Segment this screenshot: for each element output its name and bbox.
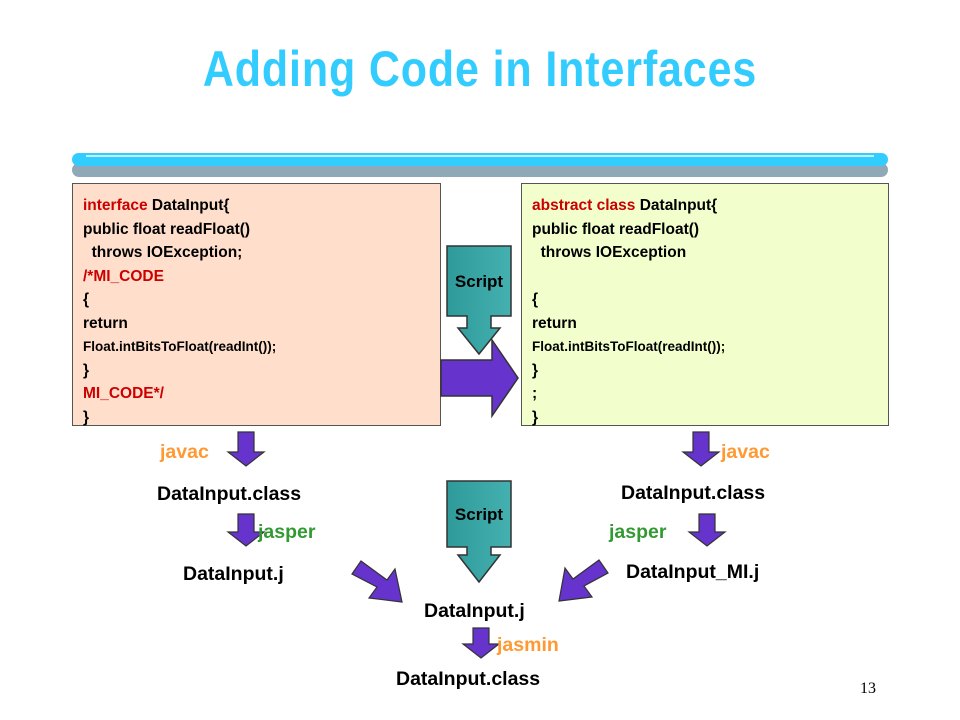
code-line: /*MI_CODE <box>83 267 164 285</box>
merge-left-arrow <box>351 560 403 603</box>
jasmin-label: jasmin <box>497 634 559 656</box>
script-label-bottom: Script <box>454 505 504 524</box>
code-line: } <box>83 408 90 426</box>
jasper-left-arrow <box>226 513 266 547</box>
page-title: Adding Code in Interfaces <box>202 41 758 97</box>
jasmin-file-merged: DataInput.j <box>424 600 525 622</box>
code-line: abstract class DataInput{ <box>532 197 718 214</box>
class-file-final: DataInput.class <box>396 668 541 690</box>
code-line: return <box>532 314 577 332</box>
code-line: } <box>532 361 539 379</box>
class-file-right: DataInput.class <box>621 482 766 504</box>
jasmin-file-right: DataInput_MI.j <box>626 561 760 583</box>
class-file-left: DataInput.class <box>157 483 302 505</box>
jasper-label-left: jasper <box>258 521 316 543</box>
script-callout-top <box>446 245 512 356</box>
code-line: } <box>83 361 90 379</box>
javac-label-right: javac <box>721 441 770 463</box>
merge-right-arrow <box>558 559 609 602</box>
script-callout-bottom <box>446 480 512 584</box>
script-label-top: Script <box>454 272 504 291</box>
code-line: public float readFloat() <box>532 220 700 238</box>
code-line: { <box>83 291 90 308</box>
code-line: throws IOException; <box>83 244 243 261</box>
jasper-label-right: jasper <box>609 521 667 543</box>
code-line: public float readFloat() <box>83 220 251 238</box>
code-line: { <box>532 291 539 308</box>
code-line: Float.intBitsToFloat(readInt()); <box>83 339 277 354</box>
code-line: interface DataInput{ <box>83 197 230 214</box>
abstract-class-code-box: abstract class DataInput{ public float r… <box>521 183 889 426</box>
page-number: 13 <box>860 680 876 697</box>
code-line: } <box>532 408 539 426</box>
transform-arrow <box>440 337 519 419</box>
javac-left-arrow <box>226 431 266 467</box>
code-line: return <box>83 314 128 332</box>
jasper-right-arrow <box>687 513 727 547</box>
code-line: MI_CODE*/ <box>83 385 164 402</box>
jasmin-arrow <box>461 627 501 659</box>
interface-code-box: interface DataInput{ public float readFl… <box>72 183 441 426</box>
jasmin-file-left: DataInput.j <box>183 563 284 585</box>
title-divider <box>72 153 888 177</box>
code-line: ; <box>532 385 538 402</box>
code-line: Float.intBitsToFloat(readInt()); <box>532 339 726 354</box>
javac-label-left: javac <box>160 441 209 463</box>
javac-right-arrow <box>681 431 721 467</box>
code-line: throws IOException <box>532 244 687 261</box>
